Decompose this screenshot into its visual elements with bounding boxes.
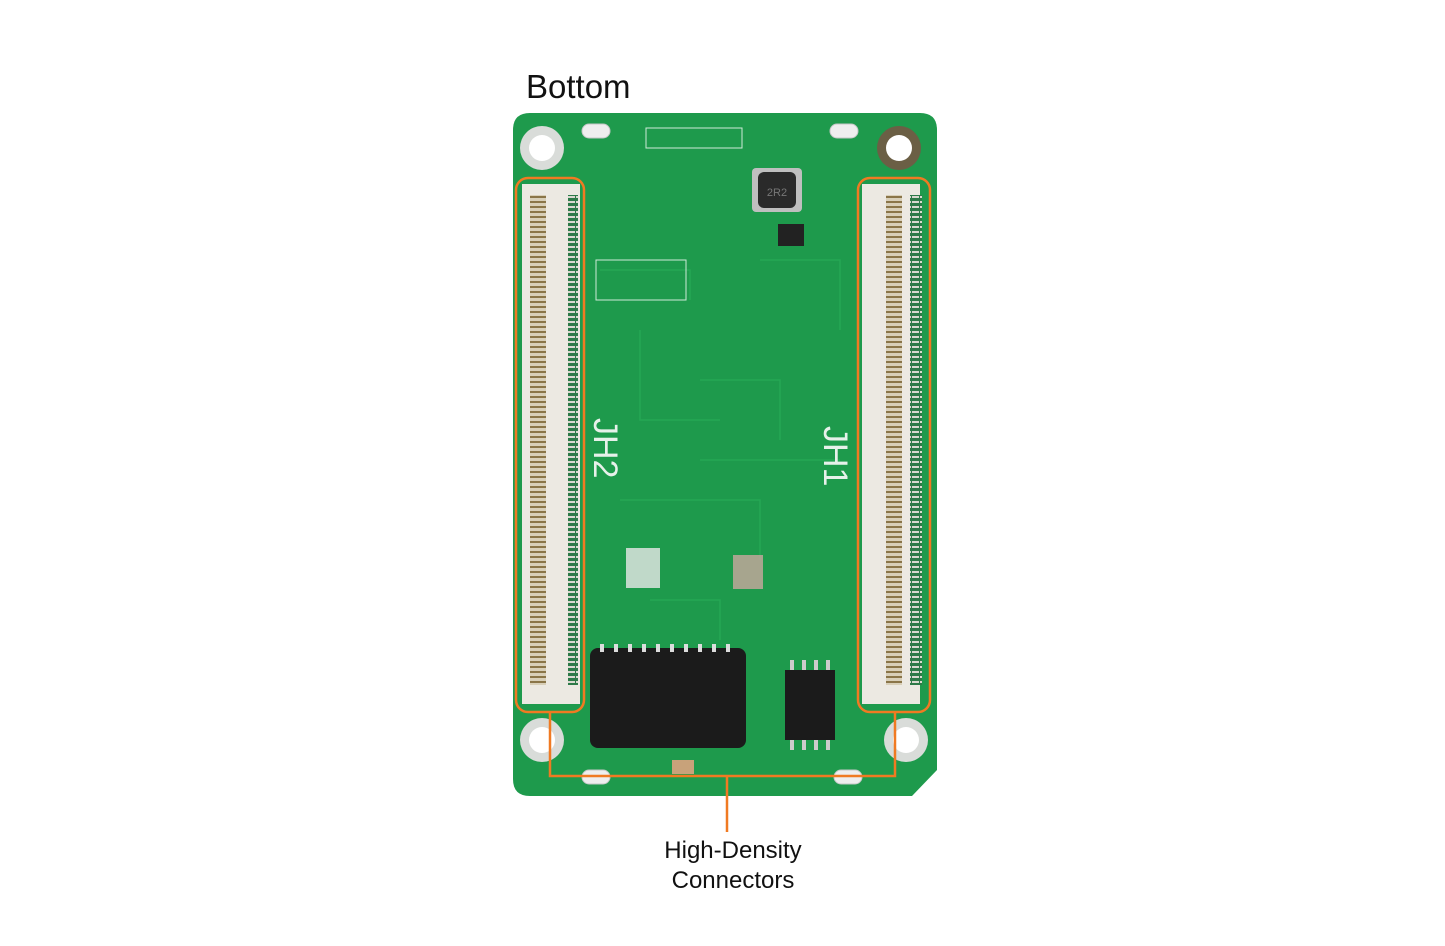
memory-chip [590,644,746,748]
soic-chip [785,660,835,750]
jh1-label: JH1 [816,426,854,486]
mounting-hole [520,718,564,762]
pcb-board [513,113,937,796]
mounting-hole [877,126,921,170]
connector-highlight [514,176,932,832]
connector-jh2 [522,184,580,704]
regulator-chip [778,224,804,246]
view-title: Bottom [526,68,631,105]
inductor: 2R2 [752,168,802,212]
slot [829,123,859,139]
mounting-hole [520,126,564,170]
component-pad [733,555,763,589]
connector-jh1 [862,184,922,704]
svg-text:2R2: 2R2 [767,187,787,199]
capacitor [672,760,694,774]
callout-line2: Connectors [671,867,795,894]
connector-callout: High-Density Connectors [600,836,866,896]
slot [581,123,611,139]
jh2-label: JH2 [586,418,624,478]
component-pad [626,548,660,588]
mounting-hole [884,718,928,762]
callout-line1: High-Density [664,837,802,864]
